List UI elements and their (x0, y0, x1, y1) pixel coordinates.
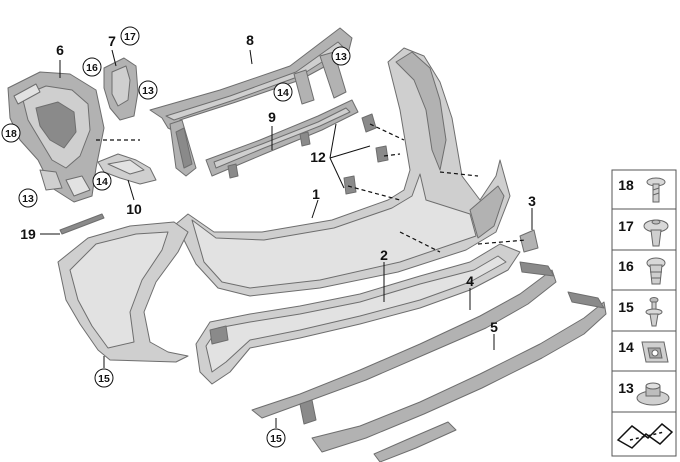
label-4: 4 (466, 273, 474, 289)
expanding-rivet-icon (643, 219, 669, 247)
legend-number-18: 18 (618, 177, 634, 193)
flanged-nut-icon (636, 382, 670, 406)
left-bracket-assembly (7, 71, 105, 203)
small-bracket (103, 57, 139, 121)
lower-carrier (205, 99, 359, 179)
callout-14-upper: 14 (273, 82, 293, 102)
svg-text:13: 13 (142, 85, 154, 97)
lower-strip (373, 421, 457, 462)
screw-icon (646, 177, 666, 203)
callout-17: 17 (120, 26, 140, 46)
legend-number-16: 16 (618, 258, 634, 274)
legend-number-13: 13 (618, 380, 634, 396)
diffuser-lower (311, 291, 607, 453)
svg-text:15: 15 (98, 373, 110, 385)
assembly-lines (96, 123, 527, 253)
bumper-mounts (343, 113, 389, 195)
side-panel (57, 213, 189, 363)
label-5: 5 (490, 319, 498, 335)
plug-fastener-icon (646, 257, 666, 285)
fastener-legend: 18 17 16 15 14 13 (611, 169, 677, 457)
label-10: 10 (126, 201, 142, 217)
callout-13-left: 13 (18, 188, 38, 208)
svg-text:13: 13 (335, 51, 347, 63)
diffuser-upper (251, 261, 557, 425)
bumper-cover (175, 47, 511, 297)
svg-text:17: 17 (124, 31, 136, 43)
legend-number-17: 17 (618, 218, 634, 234)
callout-18: 18 (1, 123, 21, 143)
callout-16: 16 (82, 57, 102, 77)
callout-14-lower: 14 (92, 171, 112, 191)
clip-nut-icon (641, 341, 669, 363)
side-trim-bracket (97, 153, 157, 185)
lower-panel (195, 243, 521, 385)
svg-text:14: 14 (96, 176, 108, 188)
circled-callouts: 17 16 13 13 14 18 14 13 (1, 26, 351, 448)
callout-13-top-left: 13 (138, 80, 158, 100)
legend-number-15: 15 (618, 299, 634, 315)
push-rivet-icon (645, 297, 663, 327)
callout-13-top-right: 13 (331, 46, 351, 66)
leader-lines (40, 49, 533, 428)
svg-text:15: 15 (270, 433, 282, 445)
trim-cap (519, 229, 539, 253)
label-7: 7 (108, 33, 116, 49)
plain-labels: 6 7 8 9 12 1 2 3 4 5 10 19 (20, 32, 536, 335)
label-3: 3 (528, 193, 536, 209)
label-19: 19 (20, 226, 36, 242)
upper-carrier (149, 27, 353, 177)
label-9: 9 (268, 109, 276, 125)
svg-text:13: 13 (22, 193, 34, 205)
label-8: 8 (246, 32, 254, 48)
legend-number-14: 14 (618, 339, 634, 355)
label-2: 2 (380, 247, 388, 263)
label-12: 12 (310, 149, 326, 165)
svg-text:18: 18 (5, 128, 17, 140)
label-1: 1 (312, 186, 320, 202)
label-6: 6 (56, 42, 64, 58)
dashed-line-symbol-icon (616, 422, 674, 449)
svg-text:16: 16 (86, 62, 98, 74)
callout-15-bottom: 15 (266, 428, 286, 448)
callout-15-left: 15 (94, 368, 114, 388)
svg-text:14: 14 (277, 87, 289, 99)
